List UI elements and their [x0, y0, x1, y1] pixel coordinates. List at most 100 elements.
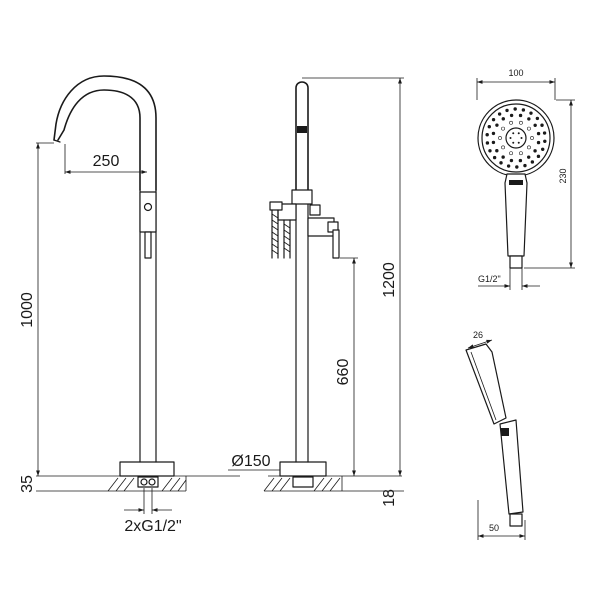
hs-nozzle: [488, 149, 492, 153]
hs-nozzle: [501, 126, 505, 131]
hs-side-button: [501, 428, 509, 436]
dim-label-height-to-spout: 1000: [19, 292, 36, 328]
hs-nozzle: [491, 117, 496, 122]
side-mixer-collar: [291, 189, 313, 205]
hs-nozzle: [517, 141, 520, 144]
dim-label-hs-connection: G1/2": [478, 274, 501, 284]
front-base-plate: [119, 461, 175, 477]
hs-nozzle: [515, 165, 519, 169]
hs-nozzle: [497, 112, 502, 116]
hs-nozzle: [529, 111, 533, 115]
hs-center-ring: [505, 127, 527, 149]
hs-nozzle: [523, 163, 527, 168]
front-mixer-knob: [143, 202, 153, 212]
hs-nozzle: [536, 131, 541, 136]
hs-nozzle: [495, 123, 499, 127]
hs-nozzle: [509, 120, 513, 125]
hs-nozzle: [543, 139, 547, 144]
side-handshower-band: [297, 126, 307, 133]
hs-side-handle: [499, 419, 524, 515]
hs-nozzle: [540, 123, 544, 127]
hs-nozzle: [487, 125, 491, 129]
front-floor-hatch: [107, 476, 187, 492]
side-lever-handle: [332, 229, 340, 259]
side-floor-hatch: [263, 476, 343, 492]
front-spout-tip: [53, 139, 61, 143]
side-hoses: [271, 209, 291, 259]
side-hose-nut: [269, 201, 283, 211]
side-view: 660 1200 18 Ø150: [228, 77, 404, 507]
dim-label-base-depth: 18: [381, 489, 398, 507]
hs-nozzle: [485, 141, 490, 145]
hs-nozzle: [527, 145, 531, 150]
hs-nozzle: [501, 155, 505, 159]
hs-nozzle: [517, 132, 520, 135]
hs-nozzle: [498, 136, 502, 140]
hs-nozzle: [491, 140, 496, 145]
dim-label-spout-reach: 250: [93, 153, 120, 170]
hs-connector: [509, 255, 523, 269]
front-inlet-left: [140, 478, 148, 486]
hs-nozzle: [512, 141, 515, 144]
hs-nozzle: [491, 131, 496, 136]
dim-line-hs-head-depth: [467, 339, 493, 349]
hs-side-head-face: [470, 351, 497, 421]
hs-nozzle: [533, 149, 537, 153]
hs-nozzle: [492, 155, 497, 160]
hs-nozzle: [530, 160, 535, 164]
hs-nozzle: [519, 151, 523, 156]
hs-nozzle: [535, 116, 540, 121]
front-lever: [144, 231, 152, 259]
dim-label-hs-head-width: 100: [508, 68, 523, 78]
dim-label-inlets: 2xG1/2": [124, 518, 181, 535]
hs-nozzle: [512, 132, 515, 135]
dim-label-total-height: 1200: [381, 262, 398, 298]
side-handshower-tube: [295, 81, 309, 191]
front-inlet-block: [137, 476, 159, 488]
hs-side-connector: [509, 513, 523, 527]
dim-label-floor-depth: 35: [19, 475, 36, 493]
hs-nozzle: [527, 126, 531, 131]
hs-side-head: [465, 343, 507, 425]
hs-nozzle: [499, 161, 503, 165]
hs-nozzle: [509, 158, 514, 163]
hs-nozzle: [530, 136, 534, 140]
dim-label-hs-handle-width: 50: [489, 523, 499, 533]
dim-label-hs-head-depth: 26: [473, 330, 483, 340]
hs-nozzle: [518, 158, 523, 163]
handshower-front-view: 100 230 G1/2": [476, 68, 575, 290]
hs-nozzle: [541, 147, 545, 151]
hs-nozzle: [509, 113, 514, 118]
front-view: 250 1000 35 2xG1/2": [19, 75, 240, 535]
handshower-side-view: 26 50: [465, 330, 526, 540]
hs-nozzle: [513, 107, 517, 111]
front-mixer-body: [139, 191, 157, 233]
hs-nozzle: [501, 117, 505, 121]
dim-label-valve-height: 660: [335, 359, 352, 386]
hs-nozzle: [520, 137, 523, 139]
hs-handle: [504, 173, 528, 257]
hs-nozzles: [485, 107, 547, 169]
hs-nozzle: [536, 154, 541, 159]
hs-nozzle: [533, 123, 537, 127]
hs-nozzle: [501, 145, 505, 150]
front-spout-outer: [57, 89, 141, 191]
hs-nozzle: [527, 117, 531, 121]
hs-head-outer: [477, 99, 555, 177]
side-diverter-button: [309, 204, 321, 216]
side-inlet-block: [292, 476, 314, 488]
hs-nozzle: [518, 113, 523, 118]
hs-head-inner: [481, 103, 551, 173]
hs-nozzle: [536, 140, 541, 145]
hs-nozzle: [509, 151, 513, 156]
hs-nozzle: [509, 137, 512, 139]
hs-handle-band: [509, 180, 523, 185]
hs-nozzle: [519, 120, 523, 125]
hs-nozzle: [505, 108, 509, 113]
front-inlet-right: [148, 478, 156, 486]
dim-label-hs-length: 230: [558, 168, 568, 183]
hs-nozzle: [506, 164, 511, 168]
hs-nozzle: [542, 131, 547, 135]
hs-nozzle: [527, 155, 531, 159]
dim-label-base-diameter: Ø150: [231, 453, 270, 470]
